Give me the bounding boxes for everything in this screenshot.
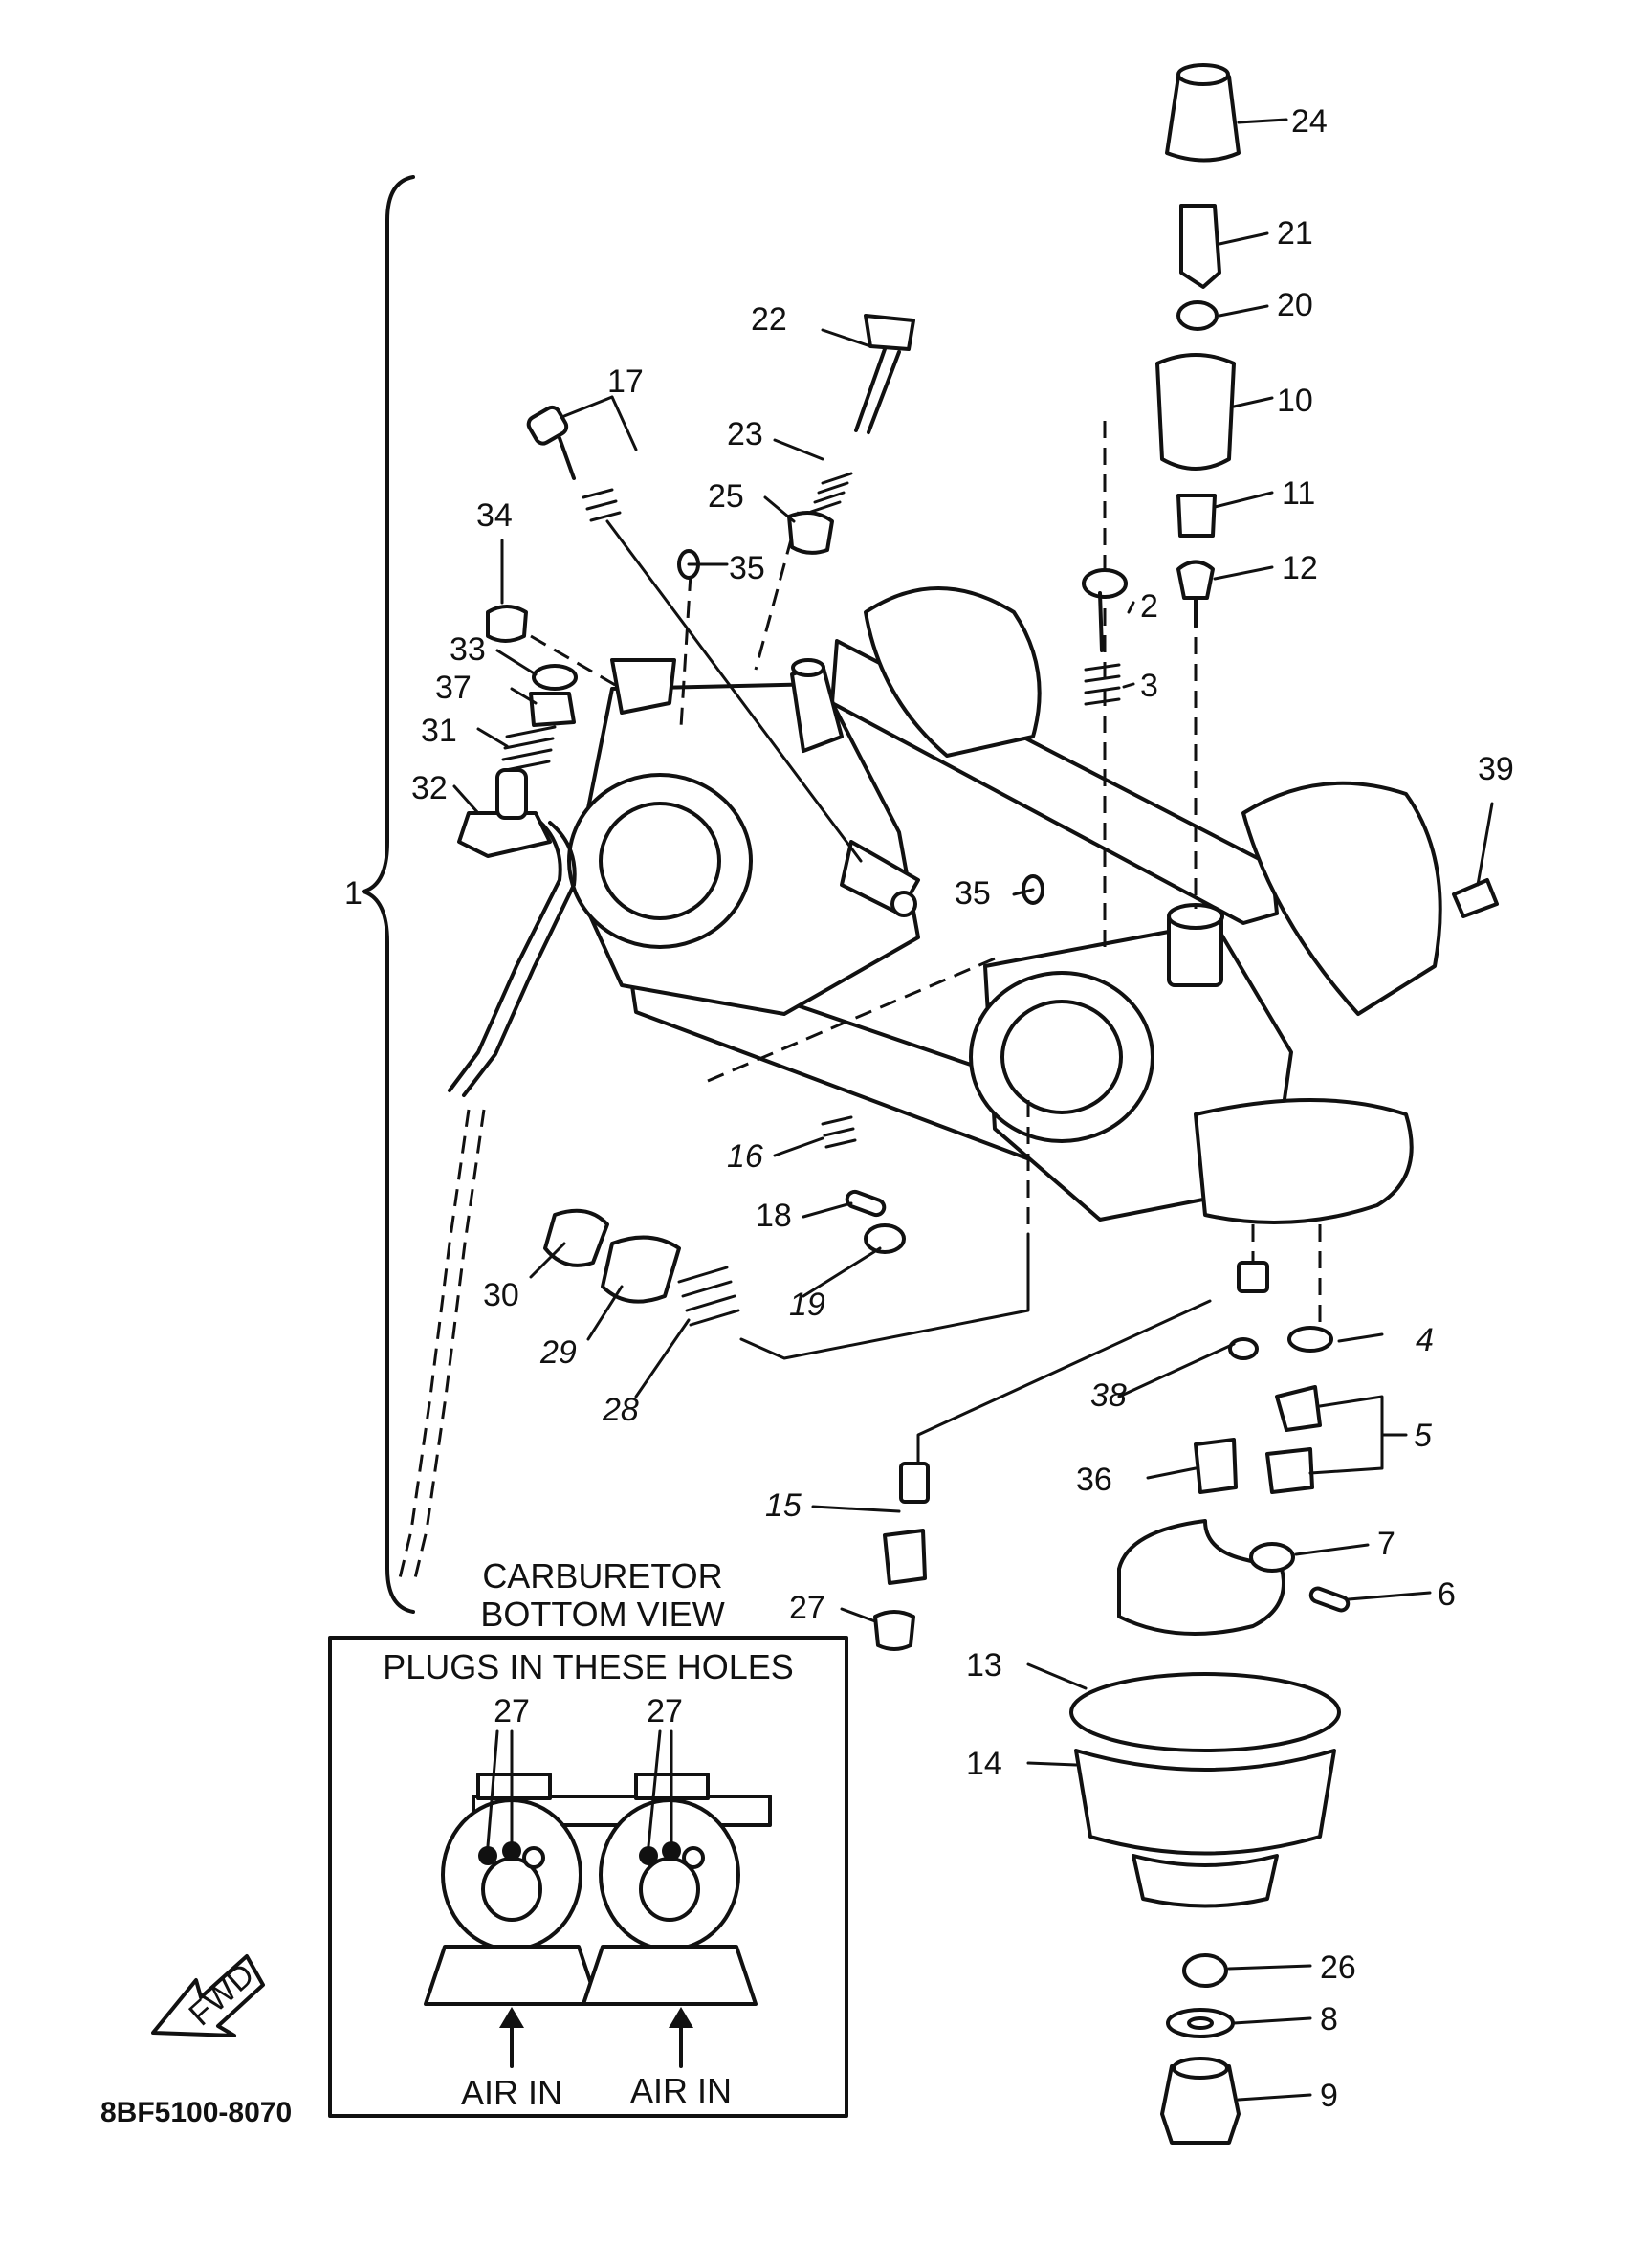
callout-leaders (452, 118, 1494, 2102)
callout-35-upper: 35 (729, 550, 765, 586)
callout-39: 39 (1478, 751, 1514, 787)
callout-9: 9 (1320, 2078, 1338, 2114)
callout-11: 11 (1282, 475, 1315, 512)
callout-12: 12 (1282, 550, 1318, 586)
dashed-hose-line (413, 1109, 486, 1579)
callout-6: 6 (1438, 1576, 1456, 1613)
callout-20: 20 (1277, 287, 1313, 323)
callout-34: 34 (476, 497, 513, 534)
callout-35-lower: 35 (955, 875, 991, 912)
callout-32: 32 (411, 770, 448, 806)
callout-18: 18 (756, 1198, 792, 1234)
callout-27: 27 (789, 1590, 825, 1626)
bottom-view-title-2: BOTTOM VIEW (480, 1595, 724, 1634)
left-side-parts (457, 605, 1499, 918)
callout-15: 15 (765, 1487, 802, 1524)
dashed-return-line (398, 1109, 471, 1579)
callout-1: 1 (344, 875, 363, 912)
plugs-caption: PLUGS IN THESE HOLES (383, 1647, 793, 1686)
callout-8: 8 (1320, 2001, 1338, 2037)
callout-16: 16 (727, 1138, 763, 1175)
callout-38: 38 (1090, 1377, 1127, 1414)
callout-25: 25 (708, 478, 744, 515)
callout-2: 2 (1140, 588, 1158, 625)
callout-22: 22 (751, 301, 787, 338)
fuel-hose (448, 816, 562, 1092)
right-needle-stack (1155, 63, 1241, 628)
callout-4: 4 (1416, 1322, 1434, 1358)
bottom-view-title-1: CARBURETOR (482, 1556, 722, 1596)
callout-14: 14 (966, 1746, 1002, 1782)
callout-10: 10 (1277, 383, 1313, 419)
inset-plug-label-left: 27 (494, 1693, 530, 1729)
callout-17: 17 (607, 363, 644, 400)
callout-36: 36 (1076, 1462, 1112, 1498)
callout-33: 33 (450, 631, 486, 668)
assembly-bracket (362, 175, 415, 1614)
callout-3: 3 (1140, 668, 1158, 704)
pilot-parts (543, 1115, 906, 1327)
callout-31: 31 (421, 713, 457, 749)
callout-26: 26 (1320, 1949, 1356, 1986)
inset-plug-label-right: 27 (647, 1693, 683, 1729)
carburetor-body (567, 586, 1442, 1224)
callout-28: 28 (602, 1392, 639, 1428)
callout-13: 13 (966, 1647, 1002, 1684)
part-code: 8BF5100-8070 (100, 2097, 292, 2128)
callout-19: 19 (789, 1287, 825, 1323)
callout-23: 23 (727, 416, 763, 452)
callout-29: 29 (539, 1334, 577, 1371)
air-in-left: AIR IN (461, 2073, 562, 2112)
callout-24: 24 (1291, 103, 1328, 140)
bottom-view-inset: PLUGS IN THESE HOLES 27 27 AIR IN AIR IN (328, 1636, 848, 2118)
callout-labels: 1 2 3 4 5 6 7 8 9 10 11 12 13 14 15 16 1… (344, 103, 1514, 2114)
float-bowl-parts (873, 1261, 1351, 2145)
fwd-arrow-icon: FWD (151, 1954, 265, 2037)
callout-7: 7 (1377, 1526, 1395, 1562)
callout-5: 5 (1414, 1418, 1432, 1454)
callout-21: 21 (1277, 215, 1313, 252)
fuel-hose-inner (462, 821, 577, 1097)
air-in-right: AIR IN (630, 2071, 732, 2110)
callout-37: 37 (435, 670, 472, 706)
callout-30: 30 (483, 1277, 519, 1313)
